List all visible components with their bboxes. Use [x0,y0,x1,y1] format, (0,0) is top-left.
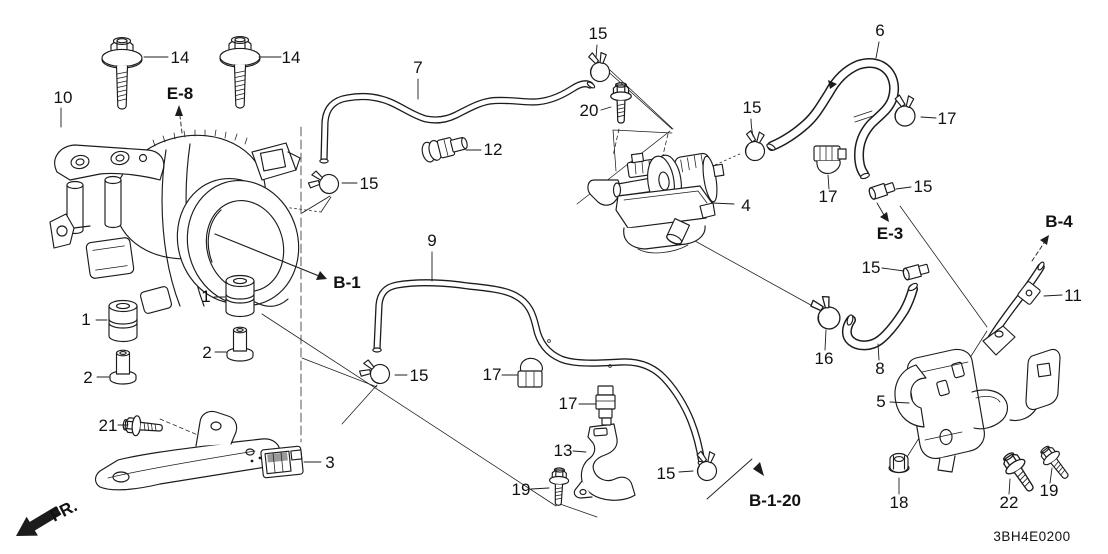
callout-13: 13 [554,441,573,460]
fr-direction-arrow [16,505,62,536]
part-17-clip [813,145,847,175]
part-19-bolt [548,467,570,507]
callout-17-b: 17 [819,187,838,206]
callout-15-c: 15 [743,98,762,117]
ref-view-b1: B-1 [333,273,360,292]
callout-2-a: 2 [202,343,211,362]
callout-14-b: 14 [282,48,301,67]
part-17-clamp [891,92,918,128]
callout-4: 4 [741,196,750,215]
part-15-clamp [584,48,614,85]
ref-view-b4: B-4 [1045,212,1073,231]
callout-11: 11 [1064,286,1082,305]
part-21-bolt [121,414,164,439]
callout-15-d: 15 [914,177,933,196]
part-15-clamp [693,448,720,483]
part-2-collar [109,349,137,385]
part-5-bracket [894,348,1061,473]
callout-10: 10 [54,88,73,107]
callout-labels: 14 14 10 E-8 7 15 20 12 15 6 15 17 4 17 … [54,21,1082,512]
part-17-clip [517,357,543,388]
callout-15-e: 15 [862,258,881,277]
part-11-pipe [982,261,1045,356]
part-14-bolt [219,36,261,109]
callout-17-a: 17 [938,109,957,128]
part-3-bracket [94,410,304,491]
part-15-joint [901,261,931,282]
callout-16: 16 [815,349,834,368]
callout-2-b: 2 [83,368,92,387]
part-4-air-pump-assembly [587,152,725,254]
leader-lines [60,41,1063,495]
callout-1-a: 1 [201,287,210,306]
callout-15-a: 15 [589,24,608,43]
diagram-code: 3BH4E0200 [993,529,1070,544]
callout-15-b: 15 [360,174,379,193]
callout-8: 8 [875,359,884,378]
callout-7: 7 [413,58,422,77]
ref-view-b1-20: B-1-20 [749,491,801,510]
ref-view-e3: E-3 [877,224,903,243]
part-17-connector [595,385,616,426]
part-1-mount [108,299,138,343]
callout-22: 22 [1000,493,1019,512]
callout-6: 6 [875,21,884,40]
callout-17-d: 17 [559,394,578,413]
part-19-bolt [1035,441,1075,484]
part-1-mount [225,274,255,318]
part-10-throttle-body [49,129,301,314]
ref-view-e8: E-8 [167,84,193,103]
part-6-hose [766,58,900,180]
callout-15-g: 15 [657,464,676,483]
callout-19-a: 19 [512,480,531,499]
callout-17-c: 17 [483,365,502,384]
fr-label: FR. [47,496,80,525]
reference-arrows [175,105,1049,500]
callout-21: 21 [99,416,118,435]
part-18-nut [888,452,910,474]
part-20-bolt [610,82,632,124]
callout-5: 5 [876,392,885,411]
part-22-bolt [997,447,1042,497]
callout-12: 12 [484,140,503,159]
part-13-stay [573,423,636,501]
part-16-clamp [805,291,846,334]
callout-3: 3 [325,453,334,472]
part-7-hose [319,80,596,164]
callout-14-a: 14 [171,48,190,67]
part-15-clamp [306,169,341,196]
part-12-joint [421,136,468,163]
part-15-joint [867,180,897,201]
part-14-bolt [101,37,143,110]
callout-19-b: 19 [1040,481,1059,500]
part-8-hose [841,282,918,351]
part-2-collar [226,326,254,362]
callout-9: 9 [427,231,436,250]
callout-1-b: 1 [81,310,90,329]
callout-20: 20 [580,101,599,120]
part-15-clamp [743,129,767,162]
callout-15-f: 15 [410,366,429,385]
callout-18: 18 [890,493,909,512]
